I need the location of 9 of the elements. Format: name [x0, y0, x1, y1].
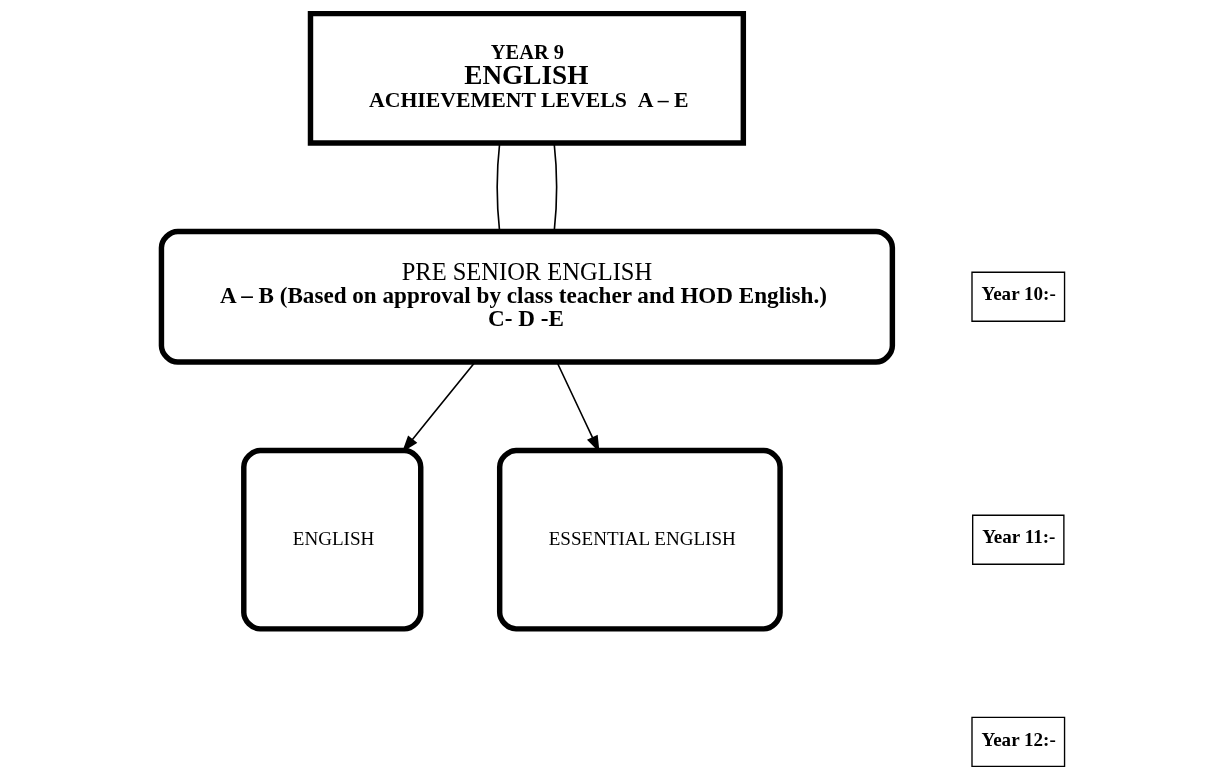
node-box: Year 11:- [972, 514, 1065, 565]
node-box: PRE SENIOR ENGLISH A – B (Based on approval by class teacher and HOD English.) C- D -E [158, 228, 896, 365]
node-box: Year 12:- [971, 716, 1066, 768]
node-box: Year 10:- [971, 271, 1066, 322]
node-box: ENGLISH [241, 447, 424, 632]
node-box: ESSENTIAL ENGLISH [496, 447, 783, 632]
connector [553, 142, 558, 232]
connector [496, 142, 501, 232]
node-box: YEAR 9 ENGLISH ACHIEVEMENT LEVELS A – E [307, 10, 747, 146]
